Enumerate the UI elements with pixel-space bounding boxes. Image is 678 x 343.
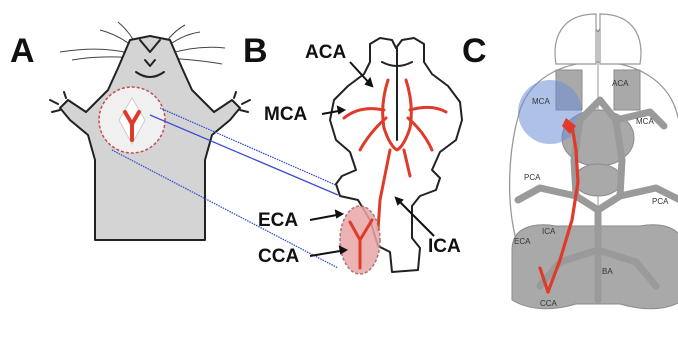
hemisphere-top-left <box>555 14 596 64</box>
label-mca-c-left: MCA <box>532 97 550 106</box>
panel-b-letter: B <box>243 32 268 70</box>
label-eca-b: ECA <box>258 210 298 231</box>
label-ica-b: ICA <box>428 236 461 257</box>
panel-c-letter: C <box>462 32 487 70</box>
label-aca-b: ACA <box>305 42 346 63</box>
label-eca-c: ECA <box>514 237 531 246</box>
label-mca-c-right: MCA <box>636 117 654 126</box>
hemisphere-top-right <box>600 14 641 64</box>
panel-a-letter: A <box>10 32 35 70</box>
label-ba-c: BA <box>602 267 613 276</box>
label-pca-c-left: PCA <box>524 173 541 182</box>
panel-b: B ACA MCA ECA CCA ICA <box>243 32 462 274</box>
label-cca-c: CCA <box>540 299 558 308</box>
label-aca-c: ACA <box>612 79 629 88</box>
label-pca-c-right: PCA <box>652 197 669 206</box>
label-mca-b: MCA <box>264 104 308 125</box>
label-ica-c: ICA <box>542 227 556 236</box>
panel-c: C <box>462 14 678 309</box>
label-cca-b: CCA <box>258 246 299 267</box>
